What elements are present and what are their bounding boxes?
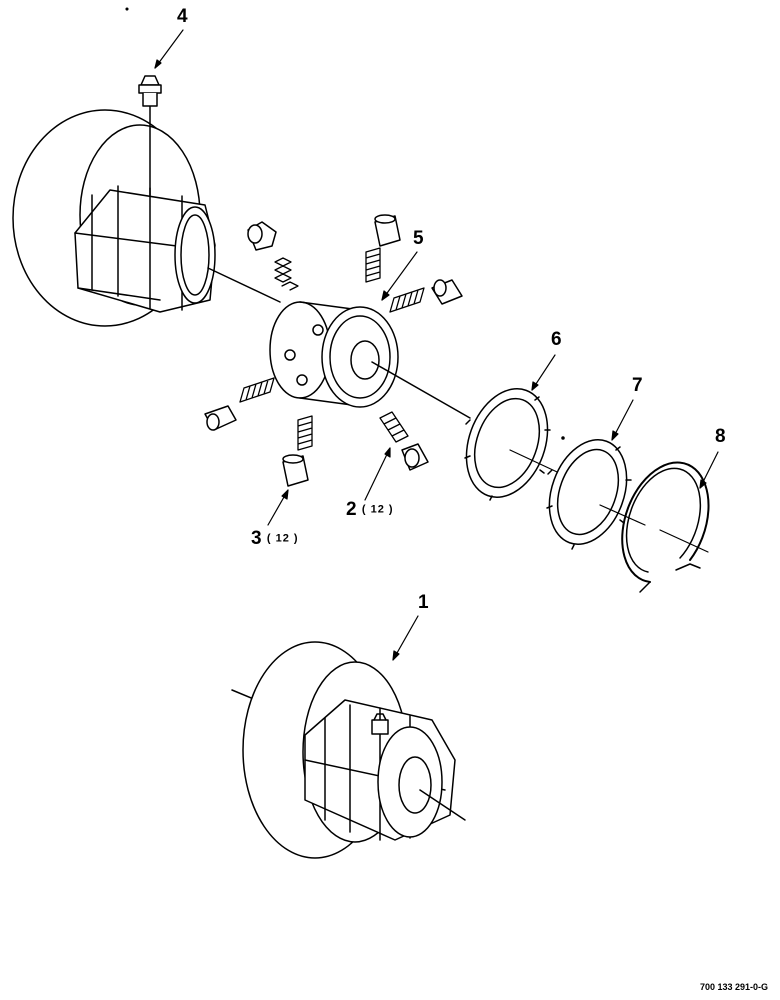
plunger-left (204, 405, 237, 431)
callout-3: 3 ( 12 ) (251, 528, 299, 549)
spring-left (239, 377, 275, 403)
plunger-top-center (374, 214, 401, 247)
spring-right (389, 287, 425, 313)
spring-top-center (365, 247, 381, 283)
callout-7: 7 (632, 375, 643, 396)
spring-bottom (297, 415, 313, 451)
plunger-top-left (247, 221, 277, 251)
callout-5: 5 (413, 228, 424, 249)
thrust-plate-7 (546, 439, 632, 550)
plunger-right (431, 279, 463, 305)
assembled-hub (231, 641, 466, 859)
callout-2: 2 ( 12 ) (346, 499, 394, 520)
leader-lines (154, 29, 719, 661)
plunger-bottom (282, 454, 309, 487)
thrust-plate-6 (464, 388, 551, 501)
plunger-bottom-right (401, 443, 429, 471)
callout-6: 6 (551, 329, 562, 350)
callout-8: 8 (715, 426, 726, 447)
central-hub (269, 301, 471, 419)
spring-bottom-right (379, 411, 409, 443)
callout-1: 1 (418, 592, 429, 613)
spring-top-left (274, 257, 299, 291)
callout-4: 4 (177, 6, 188, 27)
upper-hub-housing (12, 105, 281, 327)
grease-fitting (138, 75, 162, 107)
document-number: 700 133 291-0-G (699, 982, 768, 992)
callout-2-quantity: ( 12 ) (361, 503, 394, 516)
callout-3-quantity: ( 12 ) (266, 532, 299, 545)
snap-ring-8 (621, 461, 710, 593)
